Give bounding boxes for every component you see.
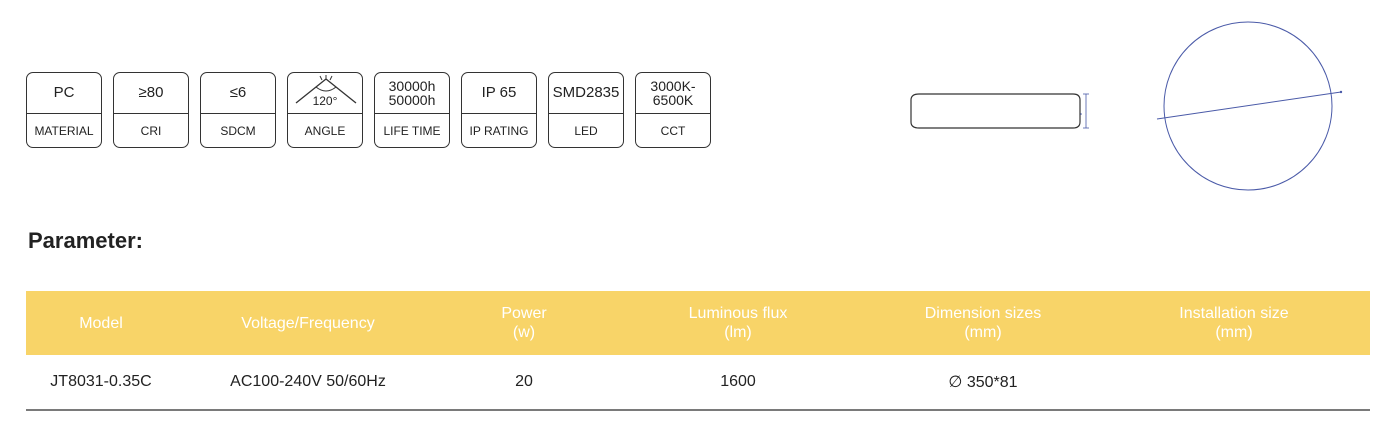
header-luminous-flux: Luminous flux (lm) bbox=[688, 305, 788, 341]
badge-value: 30000h 50000h bbox=[388, 78, 436, 108]
cell-power: 20 bbox=[440, 355, 608, 411]
header-dimension-sizes: Dimension sizes (mm) bbox=[924, 305, 1042, 341]
badge-label: LIFE TIME bbox=[375, 113, 449, 147]
cell-dimension-sizes: ∅ 350*81 bbox=[868, 355, 1098, 411]
cell-voltage-frequency: AC100-240V 50/60Hz bbox=[176, 355, 440, 411]
badge-cri: ≥80 CRI bbox=[113, 72, 189, 148]
badge-value: IP 65 bbox=[481, 84, 517, 101]
badge-led: SMD2835 LED bbox=[548, 72, 624, 148]
cell-luminous-flux: 1600 bbox=[608, 355, 868, 411]
badge-value-area: 120° bbox=[288, 73, 362, 113]
cell-model: JT8031-0.35C bbox=[26, 355, 176, 411]
table-row: JT8031-0.35C AC100-240V 50/60Hz 20 1600 … bbox=[26, 355, 1370, 411]
badge-label: LED bbox=[549, 113, 623, 147]
feature-badges: PC MATERIAL ≥80 CRI ≤6 SDCM 120° ANGLE 3… bbox=[26, 72, 711, 148]
header-power: Power (w) bbox=[501, 305, 547, 341]
badge-value: SMD2835 bbox=[552, 84, 620, 101]
header-model: Model bbox=[79, 314, 123, 332]
badge-label: ANGLE bbox=[288, 113, 362, 147]
table-header-row: Model Voltage/Frequency Power (w) Lumino… bbox=[26, 291, 1370, 355]
badge-label: CRI bbox=[114, 113, 188, 147]
badge-value: ≤6 bbox=[229, 84, 247, 101]
badge-value: 120° bbox=[312, 94, 338, 108]
badge-ip-rating: IP 65 IP RATING bbox=[461, 72, 537, 148]
badge-angle: 120° ANGLE bbox=[287, 72, 363, 148]
badge-value: 3000K- 6500K bbox=[650, 78, 696, 108]
badge-label: CCT bbox=[636, 113, 710, 147]
badge-material: PC MATERIAL bbox=[26, 72, 102, 148]
cell-installation-size bbox=[1098, 355, 1370, 411]
badge-label: SDCM bbox=[201, 113, 275, 147]
section-title: Parameter: bbox=[28, 228, 143, 253]
top-view-drawing bbox=[1156, 21, 1343, 191]
parameter-table: Model Voltage/Frequency Power (w) Lumino… bbox=[26, 291, 1370, 411]
header-installation-size: Installation size (mm) bbox=[1179, 305, 1289, 341]
header-voltage-frequency: Voltage/Frequency bbox=[241, 314, 375, 332]
side-view-drawing bbox=[910, 93, 1089, 129]
badge-label: IP RATING bbox=[462, 113, 536, 147]
badge-sdcm: ≤6 SDCM bbox=[200, 72, 276, 148]
beam-angle-icon bbox=[295, 75, 357, 104]
badge-label: MATERIAL bbox=[27, 113, 101, 147]
badge-lifetime: 30000h 50000h LIFE TIME bbox=[374, 72, 450, 148]
badge-cct: 3000K- 6500K CCT bbox=[635, 72, 711, 148]
badge-value: ≥80 bbox=[138, 84, 164, 101]
badge-value: PC bbox=[53, 84, 75, 101]
